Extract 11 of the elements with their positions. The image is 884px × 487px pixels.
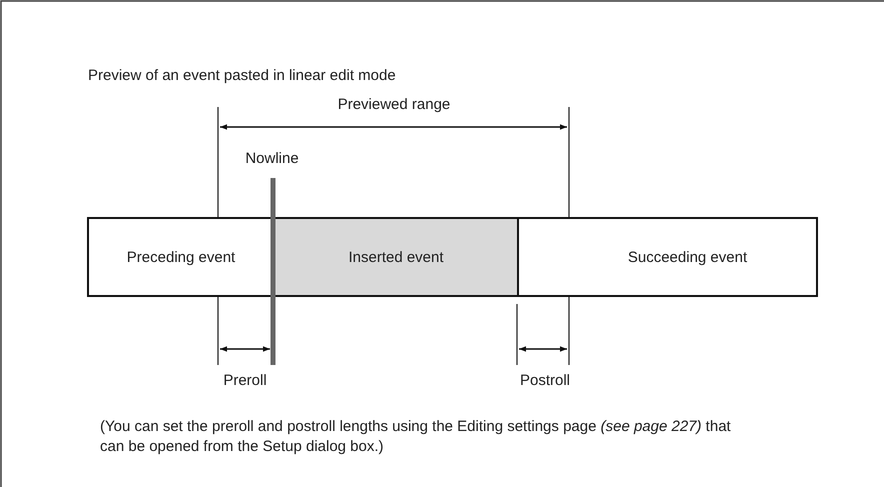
- event-label: Inserted event: [348, 248, 444, 266]
- highlighted-event-box: [273, 217, 519, 297]
- diagram-title: Preview of an event pasted in linear edit mode: [88, 67, 396, 84]
- nowline-label: Nowline: [245, 150, 299, 167]
- event-label: Preceding event: [126, 248, 236, 266]
- range-label: Previewed range: [338, 96, 450, 113]
- note-text: (You can set the preroll and postroll lengths using the Editing settings page (see page 227) that can be opened from the Setup dialog box.): [100, 417, 732, 457]
- event-box: [517, 217, 818, 297]
- dimension-label: Postroll: [520, 372, 570, 389]
- event-label: Succeeding event: [628, 248, 748, 266]
- dimension-label: Preroll: [223, 372, 267, 389]
